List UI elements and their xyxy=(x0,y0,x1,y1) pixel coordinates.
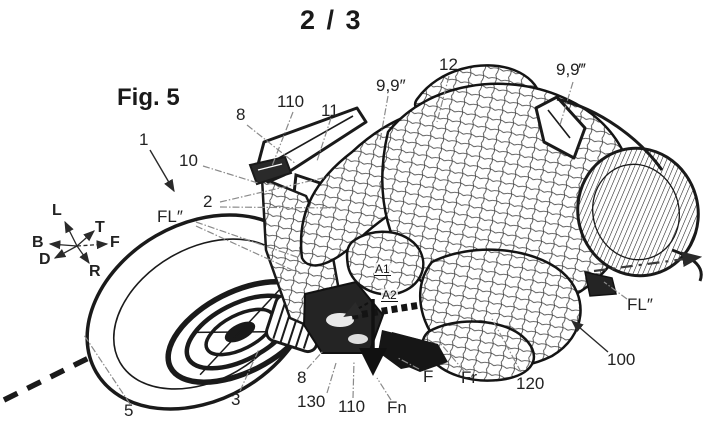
ref-label-120: 120 xyxy=(516,374,545,393)
ref-label-10: 10 xyxy=(179,151,198,170)
arrow-ref-1 xyxy=(149,149,175,193)
rear-light-cluster xyxy=(584,271,617,297)
ref-label-a1: A1 xyxy=(374,262,391,276)
ref-label-f: F xyxy=(423,367,434,386)
ref-label-9-9ppp: 9,9‴ xyxy=(556,60,586,79)
ref-label-11: 11 xyxy=(321,101,339,120)
ref-label-110-bottom: 110 xyxy=(338,397,366,416)
ref-label-fl-right: FL″ xyxy=(627,295,653,314)
ref-label-100: 100 xyxy=(607,350,636,369)
ref-label-8-bottom: 8 xyxy=(297,368,307,387)
page-indicator: 2 / 3 xyxy=(300,5,363,35)
compass-label-r: R xyxy=(89,263,101,280)
steering-axis-dashed-line xyxy=(593,251,703,273)
ref-label-8-top: 8 xyxy=(236,105,246,124)
ref-label-110-top: 110 xyxy=(277,92,305,111)
helmet xyxy=(576,146,700,278)
compass-label-l: L xyxy=(52,202,62,219)
dashed-arrow-a2 xyxy=(343,302,369,317)
compass-label-f: F xyxy=(110,234,120,251)
ref-label-5: 5 xyxy=(124,401,134,420)
direction-compass xyxy=(48,220,109,265)
ref-label-12: 12 xyxy=(439,55,458,74)
chain-band xyxy=(351,295,459,320)
dashboard-display xyxy=(248,155,293,186)
ref-label-9-9pp: 9,9″ xyxy=(376,76,406,95)
ref-label-1: 1 xyxy=(139,130,149,149)
ref-label-130: 130 xyxy=(297,392,326,411)
windshield xyxy=(248,106,368,186)
figure-caption: Fig. 5 xyxy=(117,84,180,111)
ref-label-2: 2 xyxy=(203,192,213,211)
leader-lines xyxy=(83,75,628,405)
ref-label-a2: A2 xyxy=(381,288,398,302)
ref-label-fn: Fn xyxy=(387,398,407,417)
ref-label-fl-left: FL″ xyxy=(157,207,183,226)
compass-label-d: D xyxy=(39,251,51,268)
arrow-ref-100 xyxy=(570,320,609,353)
ref-label-fr: Fr xyxy=(461,368,478,387)
ref-label-3: 3 xyxy=(231,390,241,409)
compass-label-t: T xyxy=(95,219,105,236)
pointer-arrows xyxy=(149,149,609,376)
compass-label-b: B xyxy=(32,234,44,251)
